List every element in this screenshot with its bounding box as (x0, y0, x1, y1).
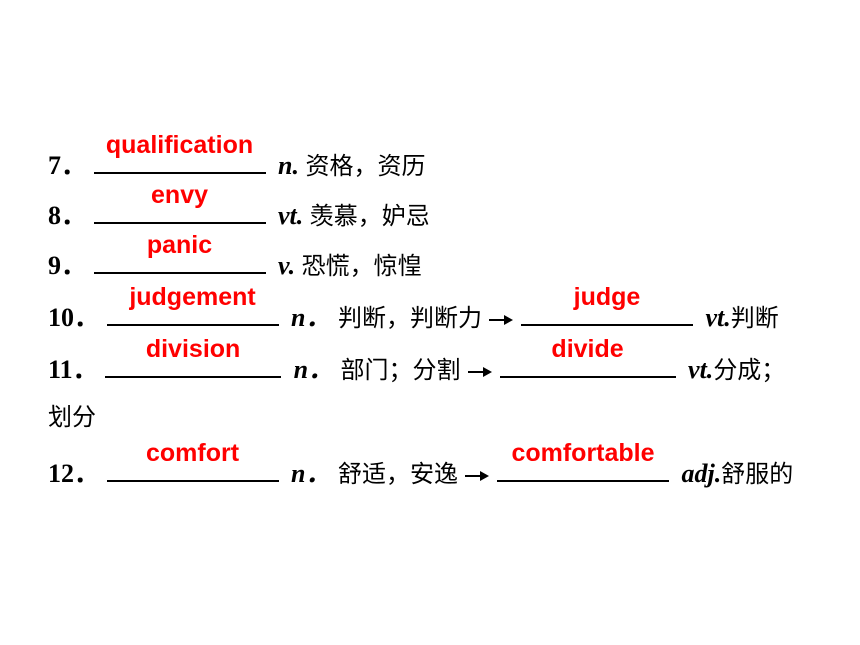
answer-blank: comfort (106, 440, 279, 482)
answer-text: comfort (145, 439, 240, 467)
vocab-item-11: 11． division n． 部门；分割 divide vt.分成； (48, 336, 786, 385)
answer-blank: envy (93, 182, 266, 224)
meaning: 部门；分割 (340, 356, 461, 384)
right-arrow-icon (465, 471, 490, 482)
answer-blank: judgement (106, 284, 279, 326)
derived-meaning: 判断 (730, 304, 779, 332)
vocab-item-9: 9． panic v. 恐慌，惊惶 (48, 232, 422, 281)
item-number: 10． (48, 303, 101, 332)
derived-meaning-continued: 划分 (48, 403, 96, 431)
vocab-item-10: 10． judgement n． 判断，判断力 judge vt.判断 (48, 284, 779, 333)
vocab-item-11-wrap: 划分 (48, 402, 96, 432)
meaning: 羡慕，妒忌 (309, 202, 430, 230)
item-number: 8． (48, 201, 88, 230)
item-number: 9． (48, 251, 88, 280)
part-of-speech: vt. (278, 201, 304, 230)
vocab-item-12: 12． comfort n． 舒适，安逸 comfortable adj.舒服的 (48, 440, 794, 489)
answer-text: division (145, 335, 241, 363)
part-of-speech: v. (278, 251, 296, 280)
derived-answer-blank: comfortable (496, 440, 669, 482)
derived-meaning: 分成； (713, 356, 786, 384)
meaning: 舒适，安逸 (337, 460, 458, 488)
answer-blank: panic (93, 232, 266, 274)
answer-text: judgement (129, 283, 256, 311)
meaning: 资格，资历 (305, 152, 426, 180)
item-number: 7． (48, 151, 88, 180)
derived-part-of-speech: adj. (681, 459, 722, 488)
item-number: 12． (48, 459, 101, 488)
right-arrow-icon (489, 315, 514, 326)
derived-answer-text: judge (573, 283, 641, 311)
derived-answer-blank: divide (499, 336, 676, 378)
part-of-speech: n． (291, 459, 332, 488)
right-arrow-icon (468, 367, 493, 378)
answer-text: qualification (105, 131, 254, 159)
vocab-item-7: 7． qualification n. 资格，资历 (48, 132, 426, 181)
vocab-item-8: 8． envy vt. 羡慕，妒忌 (48, 182, 430, 231)
derived-part-of-speech: vt. (688, 355, 714, 384)
answer-text: panic (146, 231, 213, 259)
meaning: 恐慌，惊惶 (301, 252, 422, 280)
meaning: 判断，判断力 (337, 304, 482, 332)
answer-blank: division (105, 336, 282, 378)
answer-blank: qualification (93, 132, 266, 174)
derived-meaning: 舒服的 (721, 460, 794, 488)
item-number: 11． (48, 355, 99, 384)
part-of-speech: n． (291, 303, 332, 332)
derived-answer-blank: judge (520, 284, 693, 326)
part-of-speech: n． (293, 355, 335, 384)
part-of-speech: n. (278, 151, 299, 180)
derived-answer-text: comfortable (511, 439, 655, 467)
derived-part-of-speech: vt. (705, 303, 731, 332)
answer-text: envy (151, 181, 208, 209)
derived-answer-text: divide (551, 335, 624, 363)
